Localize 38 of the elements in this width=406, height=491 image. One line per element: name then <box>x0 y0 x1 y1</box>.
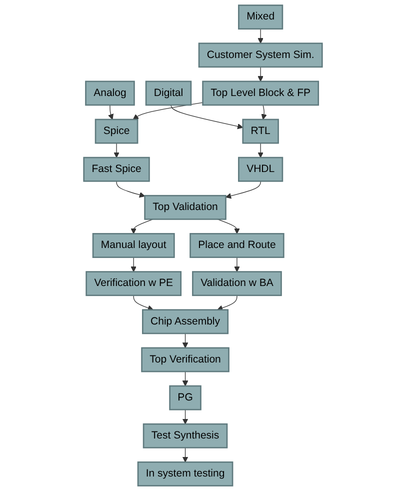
node-box: Top Verification <box>141 347 230 372</box>
arrow <box>226 180 261 199</box>
node-box: Top Level Block & FP <box>202 80 320 106</box>
node-box: In system testing <box>137 461 234 486</box>
node-box: Test Synthesis <box>142 423 228 448</box>
node-box: Top Validation <box>144 194 226 220</box>
node-box: Verification w PE <box>86 271 182 296</box>
arrow <box>217 218 240 234</box>
arrow <box>182 371 188 386</box>
arrow <box>170 104 244 130</box>
node-box: Validation w BA <box>192 271 282 296</box>
arrow <box>261 104 267 120</box>
node-box: Manual layout <box>92 233 175 258</box>
arrow <box>258 28 264 44</box>
node-box: Spice <box>94 118 138 144</box>
node-box: Chip Assembly <box>142 309 229 334</box>
arrow <box>116 180 146 198</box>
arrow <box>234 256 240 272</box>
node-box: Analog <box>85 80 135 106</box>
node-box: Customer System Sim. <box>198 42 323 68</box>
arrow <box>258 142 264 158</box>
arrow <box>182 409 188 424</box>
arrow <box>132 102 204 120</box>
arrow <box>114 142 120 158</box>
arrow <box>108 104 114 120</box>
arrow <box>133 295 154 311</box>
arrow <box>258 66 264 82</box>
node-box: RTL <box>242 118 279 144</box>
arrow <box>182 333 188 348</box>
arrow <box>217 295 238 311</box>
node-box: PG <box>169 385 202 410</box>
node-box: Fast Spice <box>83 156 150 182</box>
arrow <box>182 447 188 462</box>
node-box: VHDL <box>238 156 284 182</box>
node-box: Digital <box>145 80 192 106</box>
node-box: Mixed <box>238 4 284 30</box>
arrow <box>130 256 136 272</box>
node-box: Place and Route <box>190 233 284 258</box>
